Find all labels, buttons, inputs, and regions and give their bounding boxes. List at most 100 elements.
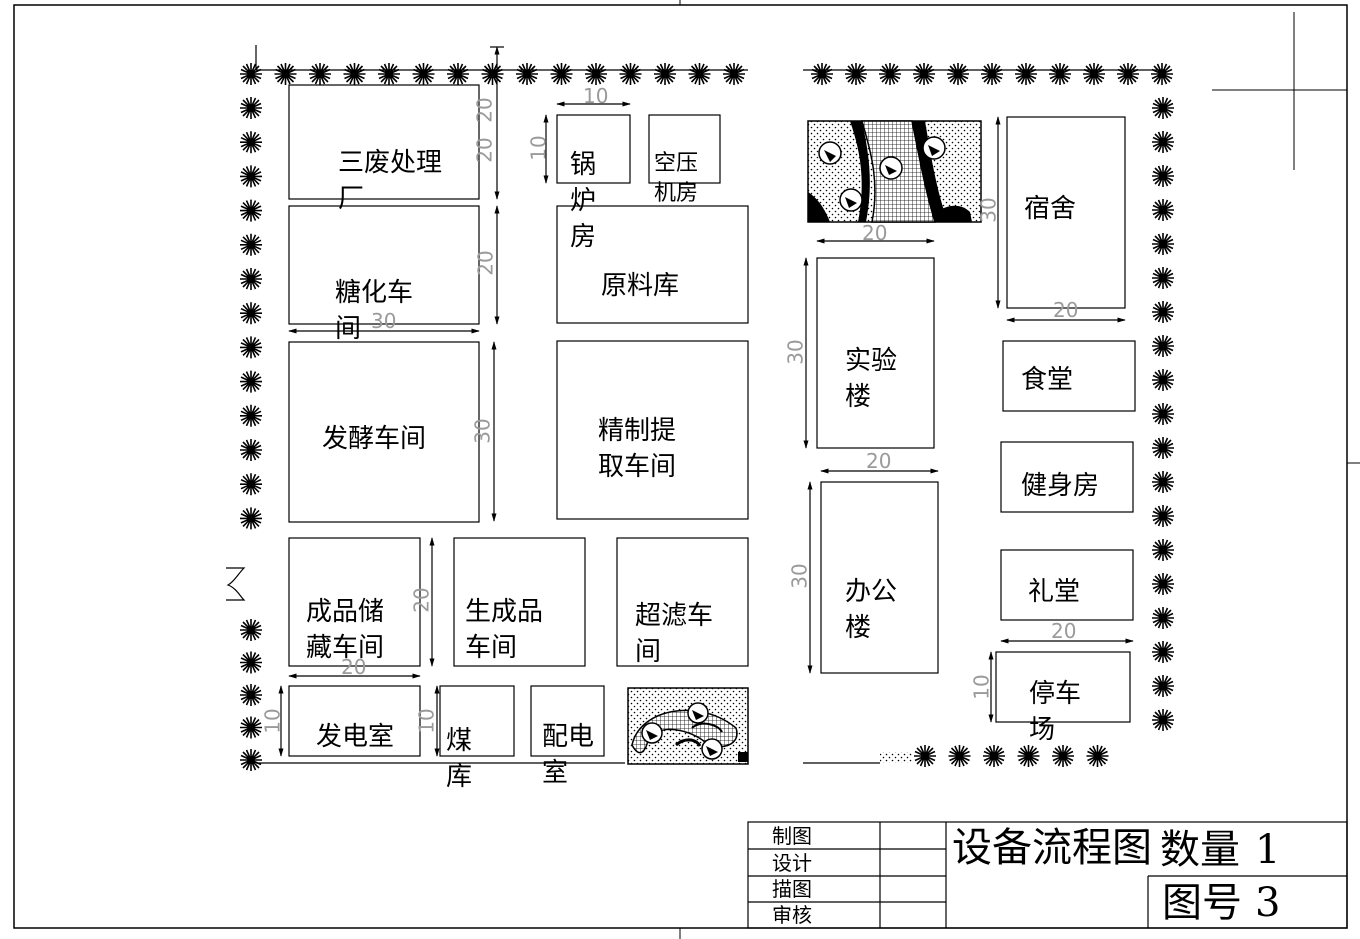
tree-icon <box>239 96 263 120</box>
garden-lower <box>627 687 749 765</box>
tree-icon <box>1151 572 1175 596</box>
tree-icon <box>947 744 972 768</box>
label-meiku: 煤库 <box>446 726 473 792</box>
dim-bangong-h: 30 <box>787 563 812 589</box>
building-jianshen <box>1000 441 1134 513</box>
dimension-lines <box>278 46 1134 757</box>
building-shiyan <box>816 257 935 449</box>
dim-chengpin-h: 20 <box>409 587 434 613</box>
tree-icon <box>515 62 539 86</box>
tree-icon <box>1085 744 1110 768</box>
label-peidian: 配电室 <box>542 722 595 788</box>
building-tanghua <box>288 205 480 325</box>
tree-icon <box>308 62 332 86</box>
tree-icon <box>239 438 263 462</box>
tree-icon <box>1151 606 1175 630</box>
tb-qty-label: 数量 <box>1160 827 1240 873</box>
dim-shiyan-w: 20 <box>866 449 892 473</box>
label-shiyan: 实验楼 <box>845 346 898 412</box>
tree-icon <box>687 62 712 86</box>
title-block <box>747 821 1348 929</box>
tb-zhitu: 制图 <box>772 824 812 848</box>
building-sushe <box>1006 116 1126 309</box>
dim-guolu-w: 10 <box>583 84 609 108</box>
label-yuanliao: 原料库 <box>601 271 680 301</box>
tree-icon <box>239 130 263 154</box>
tb-title: 设备流程图 <box>952 825 1152 871</box>
building-yuanliao <box>556 205 749 324</box>
building-tingche <box>995 651 1131 723</box>
garden-upper <box>807 120 982 223</box>
tree-icon <box>239 267 263 291</box>
tree-icon <box>1151 300 1175 324</box>
building-shitang <box>1002 340 1136 412</box>
tree-icon <box>239 650 263 675</box>
dim-sanfei-a: 20 <box>472 97 497 123</box>
dim-sushe-w: 20 <box>1053 298 1079 322</box>
building-jingzhi <box>556 340 749 520</box>
tree-icon <box>1151 402 1175 426</box>
tree-icon <box>239 618 263 642</box>
building-fajiao <box>288 341 480 523</box>
tree-icon <box>1151 470 1175 494</box>
label-fajiao: 发酵车间 <box>322 424 427 454</box>
label-bangong: 办公楼 <box>845 577 898 643</box>
dim-litang-w: 20 <box>1051 619 1077 643</box>
dim-tingche-h: 10 <box>969 674 994 700</box>
building-shengcheng <box>453 537 586 667</box>
tree-icon <box>239 506 263 531</box>
tb-sheji: 设计 <box>772 851 812 875</box>
tree-icon <box>239 335 263 360</box>
tree-icon <box>1151 674 1175 698</box>
tree-icon <box>913 744 937 768</box>
building-fadian <box>288 685 421 757</box>
tree-icon <box>239 748 263 772</box>
building-litang <box>1000 549 1134 621</box>
building-sanfei <box>288 84 480 200</box>
tb-miaotu: 描图 <box>772 877 812 901</box>
tree-icon <box>480 62 505 86</box>
tree-icon <box>1051 744 1075 768</box>
dim-fadian-h: 10 <box>260 708 285 734</box>
tree-icon <box>878 62 902 86</box>
dim-shiyan-h: 30 <box>783 339 808 365</box>
tree-icon <box>1116 62 1140 86</box>
dim-garden-w: 20 <box>862 221 888 245</box>
tree-icon <box>946 62 970 86</box>
tree-icon <box>1151 504 1175 528</box>
building-meiku <box>439 685 515 757</box>
tree-icon <box>722 62 746 86</box>
tree-icon <box>584 62 608 86</box>
tree-icon <box>1151 130 1175 154</box>
tree-icon <box>1151 198 1175 222</box>
label-sanfei: 三废处理厂 <box>338 148 443 214</box>
building-chengpin <box>288 537 421 667</box>
tree-icon <box>1151 334 1175 358</box>
tree-icon <box>982 744 1006 768</box>
label-tingche: 停车场 <box>1029 679 1082 745</box>
tree-icon <box>411 62 436 86</box>
tb-qty-value: 1 <box>1255 827 1281 873</box>
dim-meiku-h: 10 <box>414 708 439 734</box>
tree-icon <box>273 62 298 86</box>
dim-sanfei-b: 20 <box>472 137 497 163</box>
tree-icon <box>1151 436 1175 460</box>
tree-icon <box>844 62 868 86</box>
dim-guolu-h: 10 <box>526 135 551 161</box>
tree-icon <box>239 164 263 189</box>
tree-icon <box>1150 62 1174 86</box>
dim-fajiao-h: 30 <box>470 418 495 444</box>
tree-icon <box>980 62 1004 86</box>
tb-shenhe: 审核 <box>772 903 812 927</box>
tree-icon <box>239 715 263 740</box>
tree-icon <box>239 233 263 257</box>
tree-icon <box>810 62 834 86</box>
building-bangong <box>820 481 939 674</box>
tree-icon <box>377 62 401 86</box>
tree-icon <box>618 62 643 86</box>
label-shitang: 食堂 <box>1021 365 1074 395</box>
tree-icon <box>1048 62 1072 86</box>
label-fadian: 发电室 <box>316 722 395 752</box>
tree-icon <box>239 403 263 428</box>
